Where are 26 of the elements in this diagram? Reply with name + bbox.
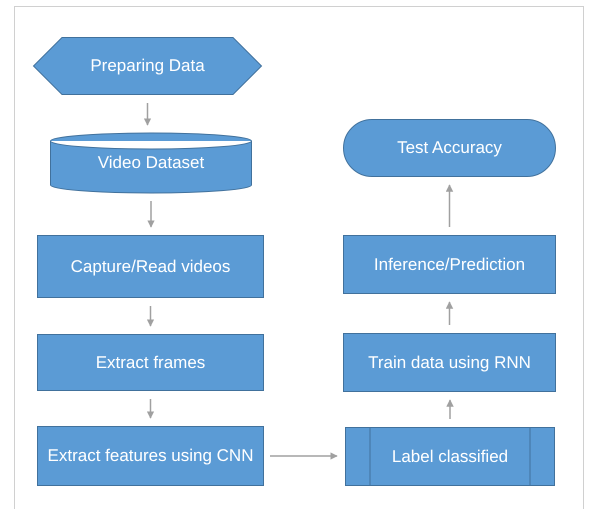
arrow bbox=[144, 103, 152, 126]
process-box bbox=[343, 235, 556, 294]
process-box bbox=[343, 333, 556, 392]
preparation-hexagon bbox=[33, 37, 262, 95]
process-box bbox=[37, 334, 264, 391]
node-label: Extract features using CNN bbox=[46, 445, 254, 467]
arrow bbox=[146, 399, 154, 419]
node-label: Video Dataset bbox=[96, 152, 206, 174]
database-cylinder bbox=[50, 133, 252, 193]
node-label: Preparing Data bbox=[89, 55, 206, 77]
arrow bbox=[270, 452, 338, 460]
process-box bbox=[37, 426, 264, 486]
process-box bbox=[37, 235, 264, 298]
node-label: Inference/Prediction bbox=[372, 254, 526, 276]
terminal-shape bbox=[343, 119, 556, 177]
arrow bbox=[146, 306, 154, 327]
node-label: Extract frames bbox=[94, 352, 206, 374]
predefined-process-box bbox=[345, 427, 555, 486]
node-label: Capture/Read videos bbox=[70, 256, 232, 278]
node-label: Label classified bbox=[390, 446, 510, 468]
arrow bbox=[147, 201, 155, 228]
arrow bbox=[446, 184, 454, 227]
arrow bbox=[446, 399, 454, 419]
node-label: Test Accuracy bbox=[396, 137, 503, 159]
arrow bbox=[446, 301, 454, 325]
node-label: Train data using RNN bbox=[367, 352, 532, 374]
